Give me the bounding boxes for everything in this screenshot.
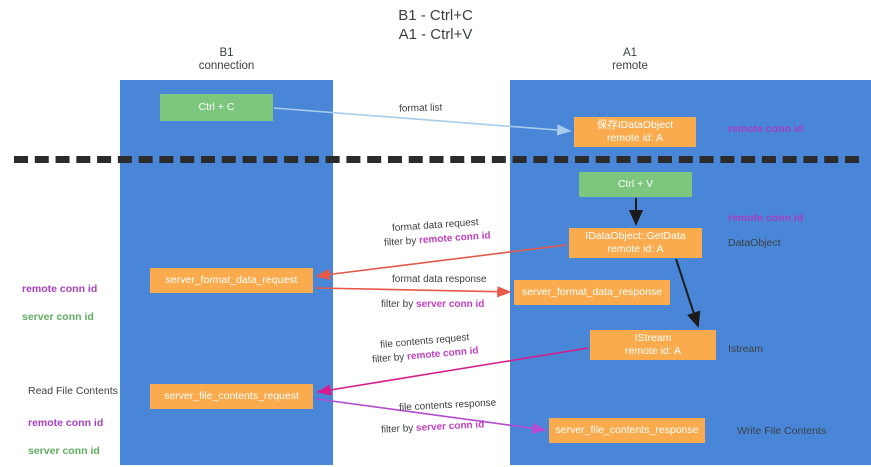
label-left-conn-ids-bottom: remote conn id server conn id xyxy=(28,402,103,458)
caption-filter-key: remote conn id xyxy=(418,230,491,247)
edge-format-data-response xyxy=(315,286,512,298)
label-write-file-contents: Write File Contents xyxy=(737,425,827,437)
caption-filter-prefix: filter by xyxy=(381,299,417,310)
caption-format-data-response-line1: format data response xyxy=(392,274,487,285)
label-remote-conn-id-mid: remote conn id xyxy=(728,212,804,224)
node-server-file-contents-response[interactable]: server_file_contents_response xyxy=(549,418,705,443)
caption-filter-prefix: filter by xyxy=(383,235,420,249)
node-ctrl-c[interactable]: Ctrl + C xyxy=(160,94,273,121)
node-idataobject-getdata[interactable]: IDataObject::GetData remote id: A xyxy=(569,228,702,258)
label-remote-conn-id: remote conn id xyxy=(28,417,104,429)
caption-filter-key: server conn id xyxy=(416,299,485,310)
caption-filter-key: server conn id xyxy=(415,419,485,434)
node-server-format-data-request[interactable]: server_format_data_request xyxy=(150,268,313,293)
caption-filter-prefix: filter by xyxy=(371,351,408,366)
node-idataobject[interactable]: 保存IDataObject remote id: A xyxy=(574,117,696,147)
caption-format-list: format list xyxy=(398,102,443,115)
caption-format-data-response-filter: filter by server conn id xyxy=(381,298,484,311)
label-server-conn-id: server conn id xyxy=(22,311,94,323)
caption-file-contents-response-filter: filter by server conn id xyxy=(381,418,485,436)
diagram-title: B1 - Ctrl+C A1 - Ctrl+V xyxy=(398,7,473,43)
label-dataobject: DataObject xyxy=(728,237,781,249)
label-server-conn-id: server conn id xyxy=(28,445,100,457)
label-left-conn-ids-mid: remote conn id server conn id xyxy=(22,268,97,324)
node-server-format-data-response[interactable]: server_format_data_response xyxy=(514,280,670,305)
label-read-file-contents: Read File Contents xyxy=(28,385,118,397)
swimlane-a1-heading: A1 remote xyxy=(612,47,648,72)
node-ctrl-v[interactable]: Ctrl + V xyxy=(579,172,692,197)
label-remote-conn-id-top: remote conn id xyxy=(728,123,804,135)
label-istream: Istream xyxy=(728,343,764,355)
node-server-file-contents-request[interactable]: server_file_contents_request xyxy=(150,384,313,409)
caption-filter-prefix: filter by xyxy=(380,422,417,436)
node-istream[interactable]: IStream remote id: A xyxy=(590,330,716,360)
caption-file-contents-response-line1: file contents response xyxy=(398,397,497,414)
phase-divider xyxy=(14,156,859,163)
swimlane-b1-heading: B1 connection xyxy=(198,47,255,72)
label-remote-conn-id: remote conn id xyxy=(22,283,98,295)
